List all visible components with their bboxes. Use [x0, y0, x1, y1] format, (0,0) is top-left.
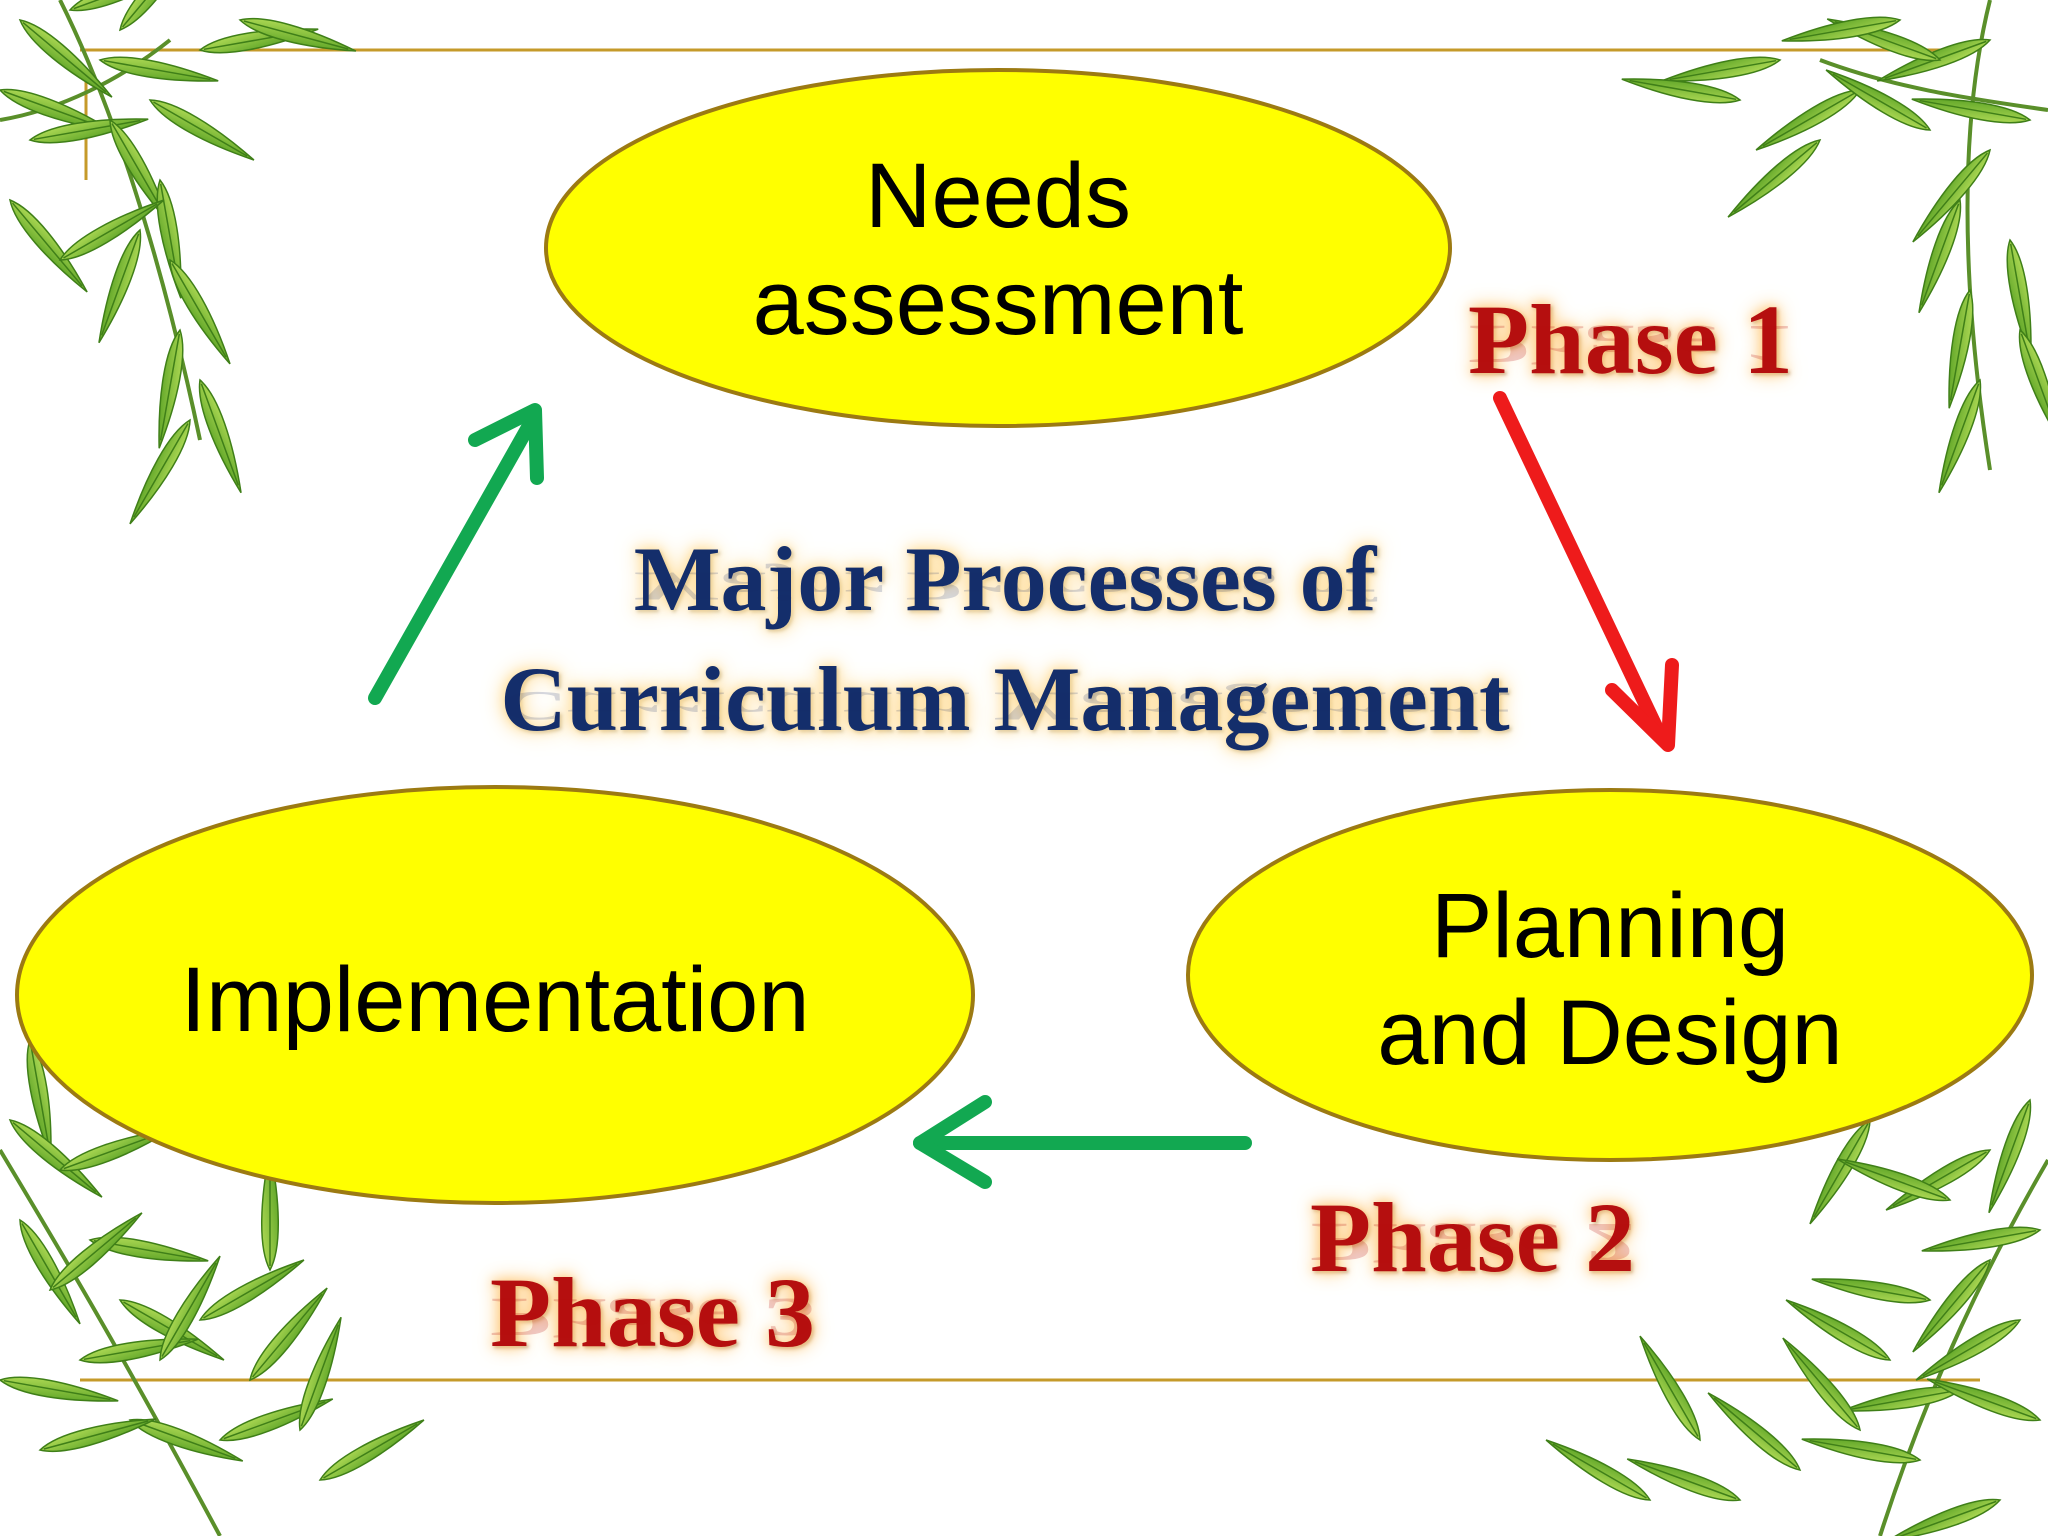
node-planning-line-2: and Design — [1377, 982, 1843, 1084]
title-line-2: Curriculum Management — [430, 640, 1580, 760]
node-implementation: Implementation — [60, 860, 930, 1140]
bamboo-leaves-bottom-right — [1541, 1096, 2048, 1536]
needs-assessment-oval — [544, 68, 1452, 428]
phase-1-label: Phase 1 — [1468, 282, 1793, 397]
bamboo-leaves-bottom-left — [0, 1037, 429, 1536]
planning-design-oval — [1186, 788, 2034, 1162]
diagram-title: Major Processes of Curriculum Management — [430, 520, 1580, 759]
node-needs-line-1: Needs — [865, 145, 1131, 248]
node-planning-design: Planning and Design — [1240, 830, 1980, 1130]
bamboo-leaves-top-right — [1619, 0, 2048, 497]
node-implementation-line-1: Implementation — [180, 948, 810, 1051]
arrow-needs-to-planning — [1493, 391, 1679, 752]
node-needs-line-2: assessment — [752, 252, 1244, 354]
phase-2-label: Phase 2 — [1310, 1180, 1635, 1295]
phase-3-label: Phase 3 — [490, 1255, 815, 1370]
arrow-planning-to-implementation — [913, 1095, 1252, 1189]
node-planning-line-1: Planning — [1430, 875, 1790, 978]
node-needs-assessment: Needs assessment — [598, 100, 1398, 400]
implementation-oval — [15, 785, 975, 1205]
bamboo-leaves-top-left — [0, 0, 359, 529]
title-line-1: Major Processes of — [430, 520, 1580, 640]
